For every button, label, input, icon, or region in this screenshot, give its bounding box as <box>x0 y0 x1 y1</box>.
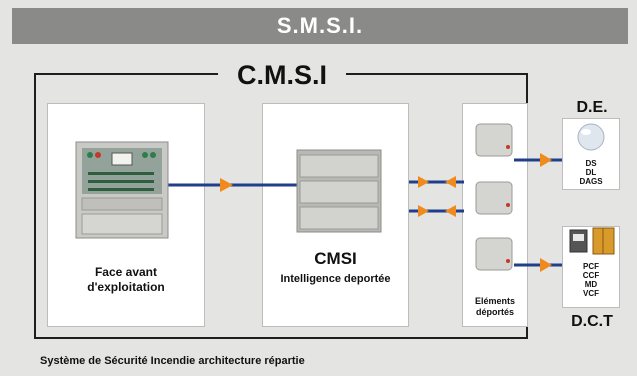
de-item: DL <box>585 168 597 177</box>
dct-item: MD <box>584 280 598 289</box>
remote-module-icon <box>475 181 513 215</box>
cmsi-panel-subtitle: Intelligence deportée <box>280 273 391 285</box>
face-label: Face avant d'exploitation <box>47 265 205 295</box>
header-title: S.M.S.I. <box>276 13 364 38</box>
arrow-face-cmsi-icon <box>220 178 233 192</box>
dct-items: PCF CCF MD VCF <box>562 262 620 298</box>
remote-module-icon <box>475 123 513 157</box>
arrow-de-icon <box>540 153 552 167</box>
elements-label-line1: Eléments <box>474 296 516 306</box>
door-device-icon <box>569 227 615 255</box>
remote-module-icon <box>475 237 513 271</box>
face-label-line2: d'exploitation <box>87 280 165 294</box>
dct-title: D.C.T <box>571 313 613 330</box>
arrow-left-icon <box>445 176 456 188</box>
dct-item: VCF <box>583 289 599 298</box>
cmsi-panel-title: CMSI <box>314 249 357 268</box>
arrow-right-icon <box>418 176 429 188</box>
de-item: DS <box>585 159 597 168</box>
cmsi-rack-icon <box>296 149 382 233</box>
de-item: DAGS <box>579 177 603 186</box>
dct-item: CCF <box>582 271 600 280</box>
elements-label-line2: déportés <box>475 307 514 317</box>
dct-item: PCF <box>583 262 599 271</box>
footer-caption: Système de Sécurité Incendie architectur… <box>40 355 305 367</box>
face-label-line1: Face avant <box>94 265 158 279</box>
control-panel-icon <box>75 141 169 239</box>
header-bar: S.M.S.I. <box>12 8 628 44</box>
cmsi-title: C.M.S.I <box>218 60 346 90</box>
de-items: DS DL DAGS <box>562 159 620 186</box>
arrow-right-icon <box>418 205 429 217</box>
arrow-dct-icon <box>540 258 552 272</box>
de-title: D.E. <box>576 99 608 116</box>
detector-sphere-icon <box>577 123 605 151</box>
elements-label: Eléments déportés <box>462 296 528 318</box>
arrow-left-icon <box>445 205 456 217</box>
